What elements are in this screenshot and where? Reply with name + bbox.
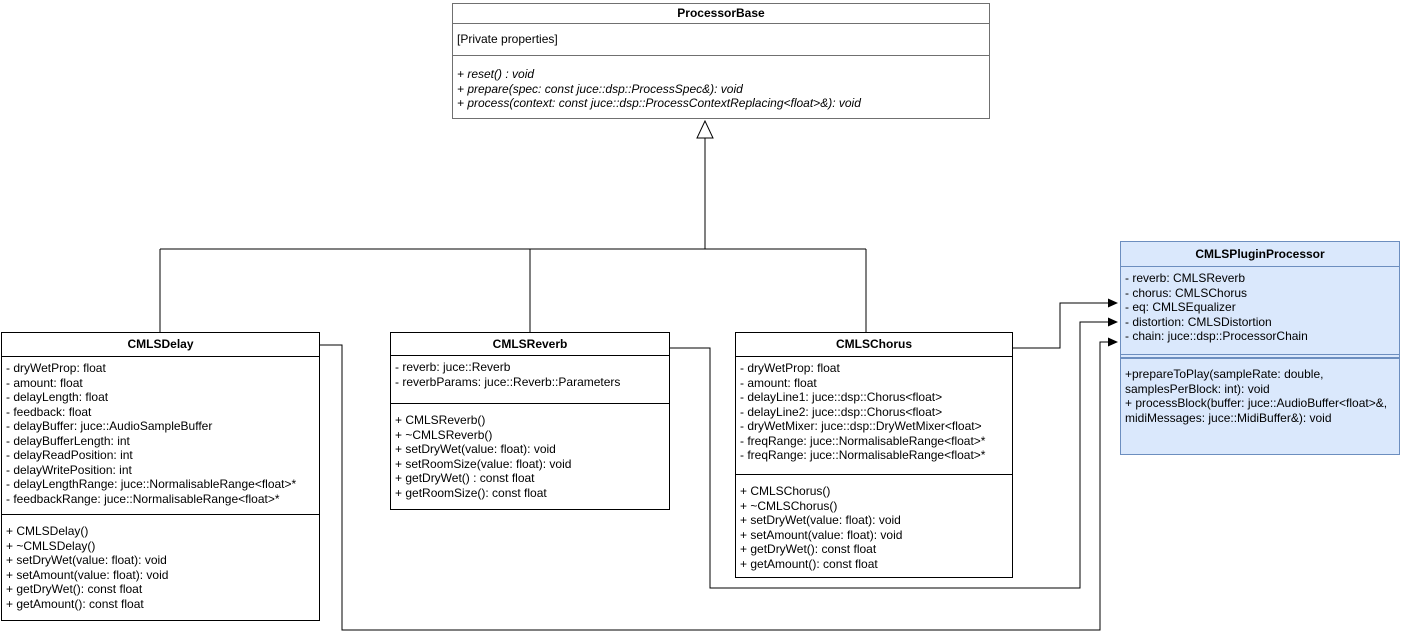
private-properties-label: [Private properties] bbox=[457, 32, 558, 46]
member-row: - dryWetMixer: juce::dsp::DryWetMixer<fl… bbox=[740, 419, 982, 433]
member-row: - dryWetProp: float bbox=[6, 361, 106, 375]
class-node-cmlspluginprocessor[interactable]: CMLSPluginProcessor - reverb: CMLSReverb… bbox=[1120, 241, 1400, 455]
member-row: - feedback: float bbox=[6, 404, 92, 419]
attributes-compartment: - dryWetProp: float- amount: float- dela… bbox=[736, 357, 1012, 474]
member-row: + CMLSDelay() bbox=[6, 524, 89, 538]
attributes-compartment: - reverb: CMLSReverb- chorus: CMLSChorus… bbox=[1121, 267, 1399, 354]
class-title: ProcessorBase bbox=[453, 4, 989, 24]
member-row: - dryWetProp: float bbox=[740, 361, 840, 375]
member-row: + setDryWet(value: float): void bbox=[6, 553, 167, 567]
member-row: + getDryWet(): const float bbox=[6, 582, 143, 596]
association-chorus-to-plugin bbox=[1013, 302, 1109, 349]
member-row: +prepareToPlay(sampleRate: double, sampl… bbox=[1125, 367, 1324, 396]
member-row: + getDryWet() : const float bbox=[395, 471, 535, 485]
methods-compartment: + reset() : void+ prepare(spec: const ju… bbox=[453, 55, 989, 111]
member-row: + getDryWet(): const float bbox=[740, 542, 877, 556]
member-row: + ~CMLSDelay() bbox=[6, 538, 96, 553]
member-row: - reverb: CMLSReverb bbox=[1125, 271, 1246, 285]
class-title: CMLSReverb bbox=[391, 333, 669, 356]
member-row: + ~CMLSChorus() bbox=[740, 498, 838, 513]
class-node-cmlsdelay[interactable]: CMLSDelay - dryWetProp: float- amount: f… bbox=[1, 332, 320, 621]
member-row: + setAmount(value: float): void bbox=[740, 527, 903, 542]
member-row: - chain: juce::dsp::ProcessorChain bbox=[1125, 329, 1308, 343]
member-row: - amount: float bbox=[740, 375, 817, 390]
member-row: - distortion: CMLSDistortion bbox=[1125, 314, 1272, 329]
methods-compartment: + CMLSDelay()+ ~CMLSDelay()+ setDryWet(v… bbox=[2, 514, 319, 611]
member-row: - delayLine1: juce::dsp::Chorus<float> bbox=[740, 390, 943, 404]
class-title: CMLSDelay bbox=[2, 333, 319, 357]
member-row: - delayBufferLength: int bbox=[6, 433, 130, 448]
private-properties-compartment: [Private properties] bbox=[453, 24, 989, 55]
association-chorus-arrowhead-icon bbox=[1108, 298, 1118, 308]
member-row: + getRoomSize(): const float bbox=[395, 485, 547, 500]
member-row: - reverbParams: juce::Reverb::Parameters bbox=[395, 374, 621, 389]
generalization-bus-line bbox=[159, 138, 867, 332]
attributes-methods-double-separator bbox=[1121, 354, 1399, 358]
methods-compartment: + CMLSReverb()+ ~CMLSReverb()+ setDryWet… bbox=[391, 403, 669, 500]
member-row: - delayBuffer: juce::AudioSampleBuffer bbox=[6, 419, 213, 433]
member-row: + processBlock(buffer: juce::AudioBuffer… bbox=[1125, 396, 1388, 425]
member-row: - delayLine2: juce::dsp::Chorus<float> bbox=[740, 404, 943, 419]
member-row: - chorus: CMLSChorus bbox=[1125, 285, 1248, 300]
member-row: - delayWritePosition: int bbox=[6, 462, 132, 477]
member-row: + setRoomSize(value: float): void bbox=[395, 456, 572, 471]
member-row: + setDryWet(value: float): void bbox=[395, 442, 556, 456]
association-delay-arrowhead-icon bbox=[1108, 337, 1118, 347]
member-row: + setDryWet(value: float): void bbox=[740, 513, 901, 527]
member-row: - feedbackRange: juce::NormalisableRange… bbox=[6, 491, 280, 506]
member-row: + CMLSReverb() bbox=[395, 413, 486, 427]
attributes-compartment: - reverb: juce::Reverb- reverbParams: ju… bbox=[391, 356, 669, 403]
member-row: + process(context: const juce::dsp::Proc… bbox=[457, 96, 861, 110]
class-title: CMLSChorus bbox=[736, 333, 1012, 357]
methods-compartment: + CMLSChorus()+ ~CMLSChorus()+ setDryWet… bbox=[736, 474, 1012, 571]
class-title: CMLSPluginProcessor bbox=[1121, 242, 1399, 267]
member-row: - reverb: juce::Reverb bbox=[395, 360, 511, 374]
member-row: + getAmount(): const float bbox=[740, 556, 878, 571]
member-row: - delayLength: float bbox=[6, 390, 109, 404]
association-reverb-arrowhead-icon bbox=[1108, 317, 1118, 327]
member-row: - delayReadPosition: int bbox=[6, 448, 133, 462]
member-row: + CMLSChorus() bbox=[740, 484, 831, 498]
member-row: + ~CMLSReverb() bbox=[395, 427, 493, 442]
generalization-triangle-icon bbox=[696, 119, 714, 139]
class-node-processorbase[interactable]: ProcessorBase [Private properties] + res… bbox=[452, 3, 990, 119]
member-row: - delayLengthRange: juce::NormalisableRa… bbox=[6, 477, 297, 491]
class-node-cmlsreverb[interactable]: CMLSReverb - reverb: juce::Reverb- rever… bbox=[390, 332, 670, 510]
methods-compartment: +prepareToPlay(sampleRate: double, sampl… bbox=[1121, 358, 1399, 425]
member-row: + prepare(spec: const juce::dsp::Process… bbox=[457, 81, 743, 96]
member-row: + setAmount(value: float): void bbox=[6, 567, 169, 582]
member-row: - eq: CMLSEqualizer bbox=[1125, 300, 1236, 314]
member-row: - freqRange: juce::NormalisableRange<flo… bbox=[740, 448, 986, 462]
member-row: - amount: float bbox=[6, 375, 83, 390]
member-row: + getAmount(): const float bbox=[6, 596, 144, 611]
member-row: - freqRange: juce::NormalisableRange<flo… bbox=[740, 433, 986, 448]
attributes-compartment: - dryWetProp: float- amount: float- dela… bbox=[2, 357, 319, 514]
class-node-cmlschorus[interactable]: CMLSChorus - dryWetProp: float- amount: … bbox=[735, 332, 1013, 578]
member-row: + reset() : void bbox=[457, 67, 535, 81]
